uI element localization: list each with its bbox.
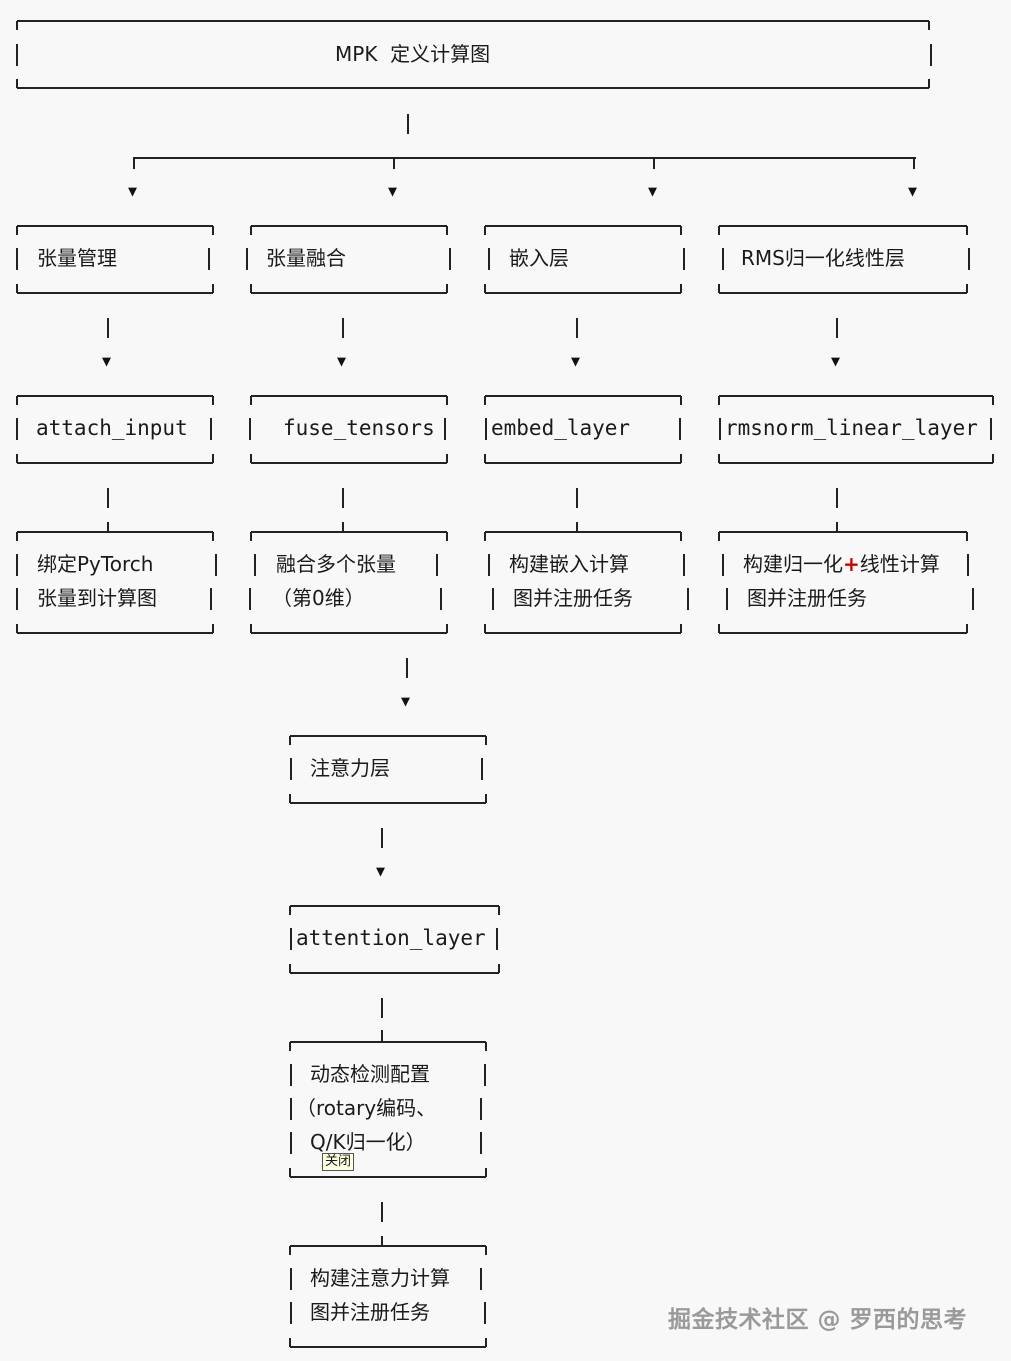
category-label: RMS归一化线性层 — [741, 246, 905, 270]
close-tooltip[interactable]: 关闭 — [322, 1153, 355, 1171]
arrow-down-icon: ▼ — [128, 182, 138, 200]
description-line: 动态检测配置 — [310, 1062, 430, 1086]
description-line: 图并注册任务 — [513, 586, 633, 610]
function-box — [718, 395, 994, 464]
category-label: 张量管理 — [37, 246, 117, 270]
arrow-down-icon: ▼ — [388, 182, 398, 200]
category-box — [250, 225, 448, 294]
arrow-down-icon: ▼ — [337, 352, 347, 370]
description-line: 图并注册任务 — [747, 586, 867, 610]
arrow-down-icon: ▼ — [648, 182, 658, 200]
category-label: 注意力层 — [310, 756, 390, 780]
function-label: fuse_tensors — [283, 416, 435, 440]
description-box — [16, 531, 214, 634]
watermark: 掘金技术社区 @ 罗西的思考 — [668, 1307, 968, 1333]
function-box — [484, 395, 682, 464]
category-label: 张量融合 — [266, 246, 346, 270]
function-label: attention_layer — [296, 926, 486, 950]
arrow-down-icon: ▼ — [831, 352, 841, 370]
description-box — [484, 531, 682, 634]
arrow-down-icon: ▼ — [102, 352, 112, 370]
description-line: 绑定PyTorch — [37, 552, 154, 576]
arrow-down-icon: ▼ — [401, 692, 411, 710]
description-box — [289, 1245, 487, 1348]
description-line: Q/K归一化） — [310, 1130, 426, 1154]
description-line: 图并注册任务 — [310, 1300, 430, 1324]
arrow-down-icon: ▼ — [908, 182, 918, 200]
function-label: embed_layer — [491, 416, 631, 440]
root-node — [16, 20, 930, 89]
category-box — [718, 225, 968, 294]
category-box — [16, 225, 214, 294]
arrow-down-icon: ▼ — [571, 352, 581, 370]
function-box — [16, 395, 214, 464]
function-box — [250, 395, 448, 464]
description-line: 构建注意力计算 — [310, 1266, 450, 1290]
description-line: 构建嵌入计算 — [509, 552, 629, 576]
root-label: MPK 定义计算图 — [335, 42, 491, 66]
description-line: 融合多个张量 — [276, 552, 396, 576]
description-line: 构建归一化+线性计算 — [743, 552, 940, 576]
description-line: （rotary编码、 — [296, 1096, 437, 1120]
arrow-down-icon: ▼ — [376, 862, 386, 880]
description-line: （第0维） — [272, 586, 365, 610]
description-box — [289, 1041, 487, 1178]
function-label: attach_input — [36, 416, 188, 440]
description-box — [718, 531, 968, 634]
category-label: 嵌入层 — [509, 246, 569, 270]
function-box — [289, 905, 500, 974]
description-line: 张量到计算图 — [37, 586, 157, 610]
description-box — [250, 531, 448, 634]
category-box — [289, 735, 487, 804]
function-label: rmsnorm_linear_layer — [725, 416, 978, 440]
category-box — [484, 225, 682, 294]
